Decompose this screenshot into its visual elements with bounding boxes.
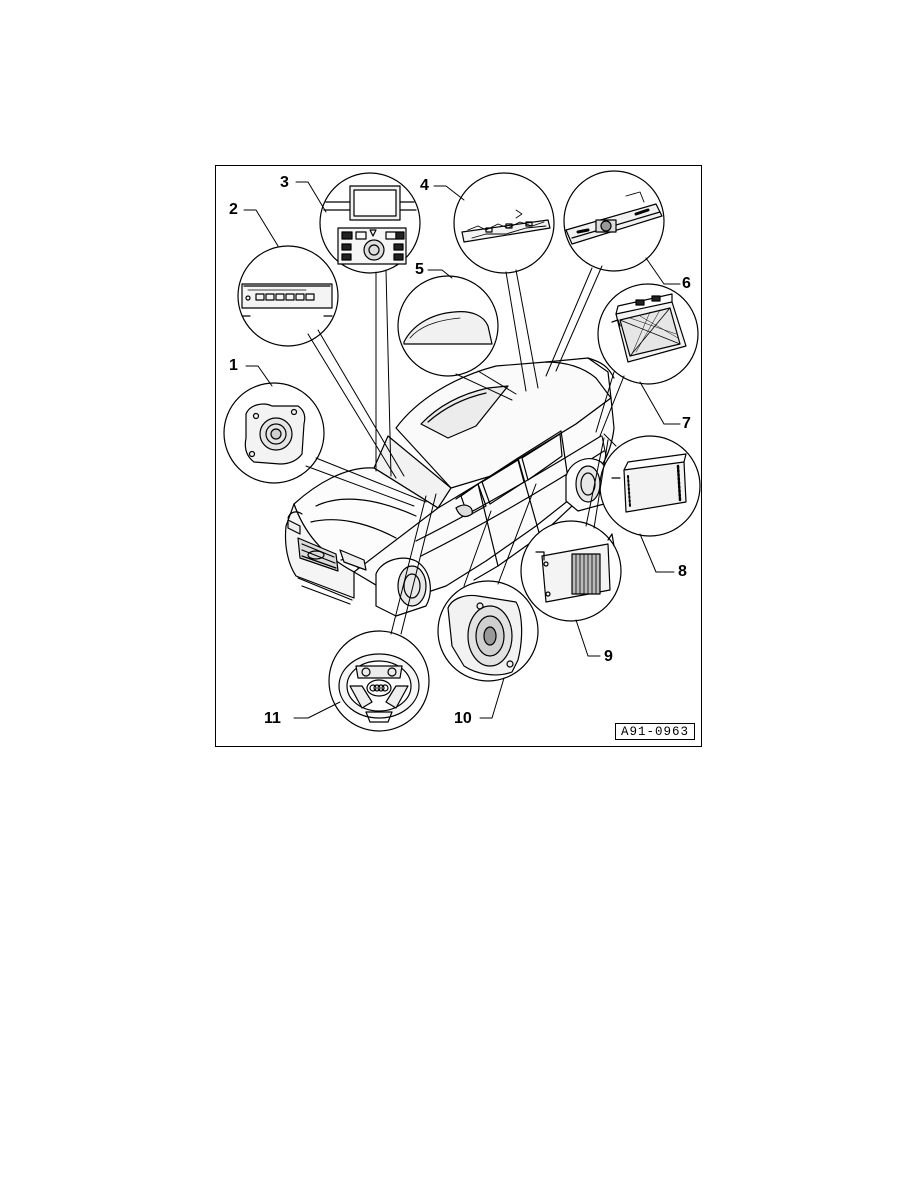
callout-circle-11-steering-wheel: [328, 630, 430, 732]
pointer-lines: [305, 265, 625, 635]
callout-circle-10-door-speaker: [437, 580, 539, 682]
callout-number-6: 6: [682, 275, 691, 292]
callout-number-3: 3: [280, 174, 289, 191]
callout-circle-9-amplifier: [520, 520, 622, 622]
callout-circle-2-radio-unit: [237, 245, 339, 347]
component-location-drawing: [223, 170, 701, 732]
figure-code-label: A91-0963: [614, 723, 695, 740]
callout-circle-1-tweeter: [223, 382, 325, 484]
callout-circle-5-roof-antenna: [397, 275, 499, 377]
callout-number-8: 8: [678, 563, 687, 580]
callout-number-4: 4: [420, 177, 429, 194]
callout-number-11: 11: [264, 710, 281, 727]
callout-circle-8-module: [599, 435, 701, 537]
callout-circle-3-mmi-display: [319, 172, 421, 274]
callout-number-7: 7: [682, 415, 691, 432]
leader-lines: [243, 181, 681, 719]
car-illustration: [284, 357, 615, 617]
callout-circle-4-roof-console: [453, 172, 555, 274]
callout-circle-6-rear-module: [563, 170, 665, 272]
component-location-figure: 1 2 3 4 5 6 7 8 9 10 11 A91-0963: [215, 165, 702, 747]
callout-number-10: 10: [454, 710, 472, 727]
callout-number-9: 9: [604, 648, 613, 665]
callout-circle-7-control-unit: [597, 283, 699, 385]
callout-number-5: 5: [415, 261, 424, 278]
callout-number-1: 1: [229, 357, 238, 374]
callout-number-2: 2: [229, 201, 238, 218]
